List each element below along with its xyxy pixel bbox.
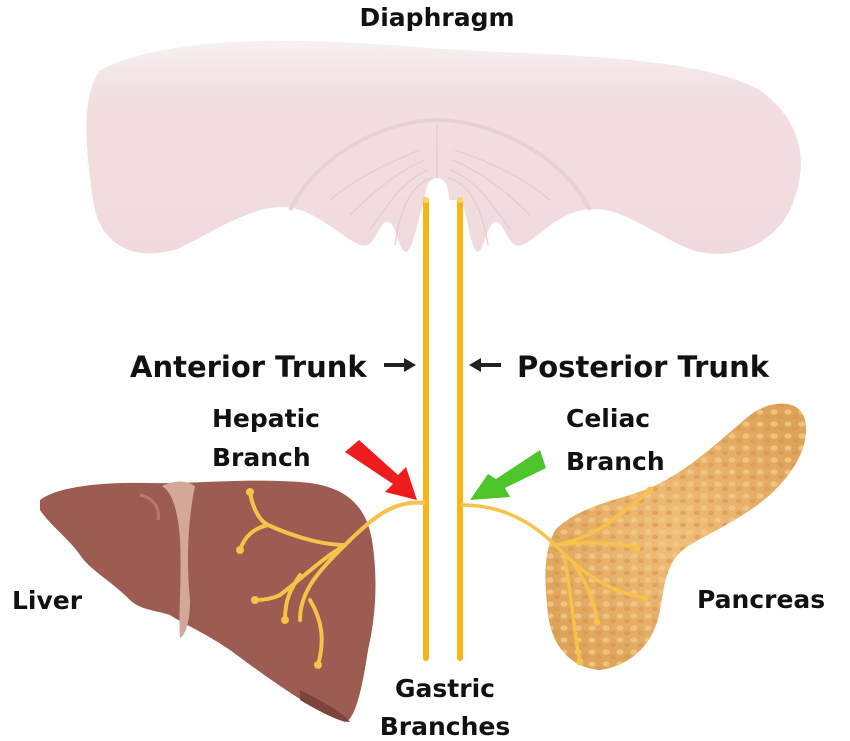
diaphragm xyxy=(86,40,801,254)
falciform-ligament xyxy=(162,481,195,638)
pancreas-texture xyxy=(545,403,806,670)
liver-highlight xyxy=(139,493,160,521)
liver-label: Liver xyxy=(12,586,83,615)
diaphragm-central-tendon xyxy=(288,117,592,211)
liver xyxy=(40,480,376,722)
celiac-branch-label-line1: Celiac xyxy=(566,404,650,433)
diaphragm-label: Diaphragm xyxy=(359,3,514,32)
hepatic-branch-label-line2: Branch xyxy=(212,443,311,472)
gastric-branches-label-line1: Gastric xyxy=(395,674,495,703)
celiac-branch-arrow-icon xyxy=(470,450,546,500)
hepatic-branch-label-line1: Hepatic xyxy=(212,404,320,433)
pancreas xyxy=(545,403,806,670)
hepatic-branch-endings xyxy=(236,488,322,669)
posterior-trunk-cap xyxy=(457,197,463,203)
esophageal-hiatus xyxy=(425,178,449,200)
posterior-trunk-pointer-icon xyxy=(469,358,501,372)
celiac-branch-nerve xyxy=(460,488,652,664)
pancreas-label: Pancreas xyxy=(697,585,825,614)
anterior-trunk-nerve xyxy=(423,197,429,661)
celiac-branch-endings xyxy=(576,486,654,666)
anterior-trunk-cap xyxy=(423,197,429,203)
posterior-trunk-nerve xyxy=(457,197,463,661)
celiac-branch-label-line2: Branch xyxy=(566,447,665,476)
diaphragm-dome xyxy=(86,40,801,254)
liver-body xyxy=(40,480,376,722)
posterior-trunk-label: Posterior Trunk xyxy=(517,350,770,384)
anterior-trunk-label: Anterior Trunk xyxy=(130,350,367,384)
liver-lobe-shadow xyxy=(300,690,350,722)
hepatic-branch-arrow-icon xyxy=(345,440,417,500)
anterior-trunk-pointer-icon xyxy=(384,358,416,372)
vagal-trunks xyxy=(423,197,463,661)
gastric-branches-label-line2: Branches xyxy=(380,712,511,741)
hepatic-branch-nerve xyxy=(238,490,426,667)
